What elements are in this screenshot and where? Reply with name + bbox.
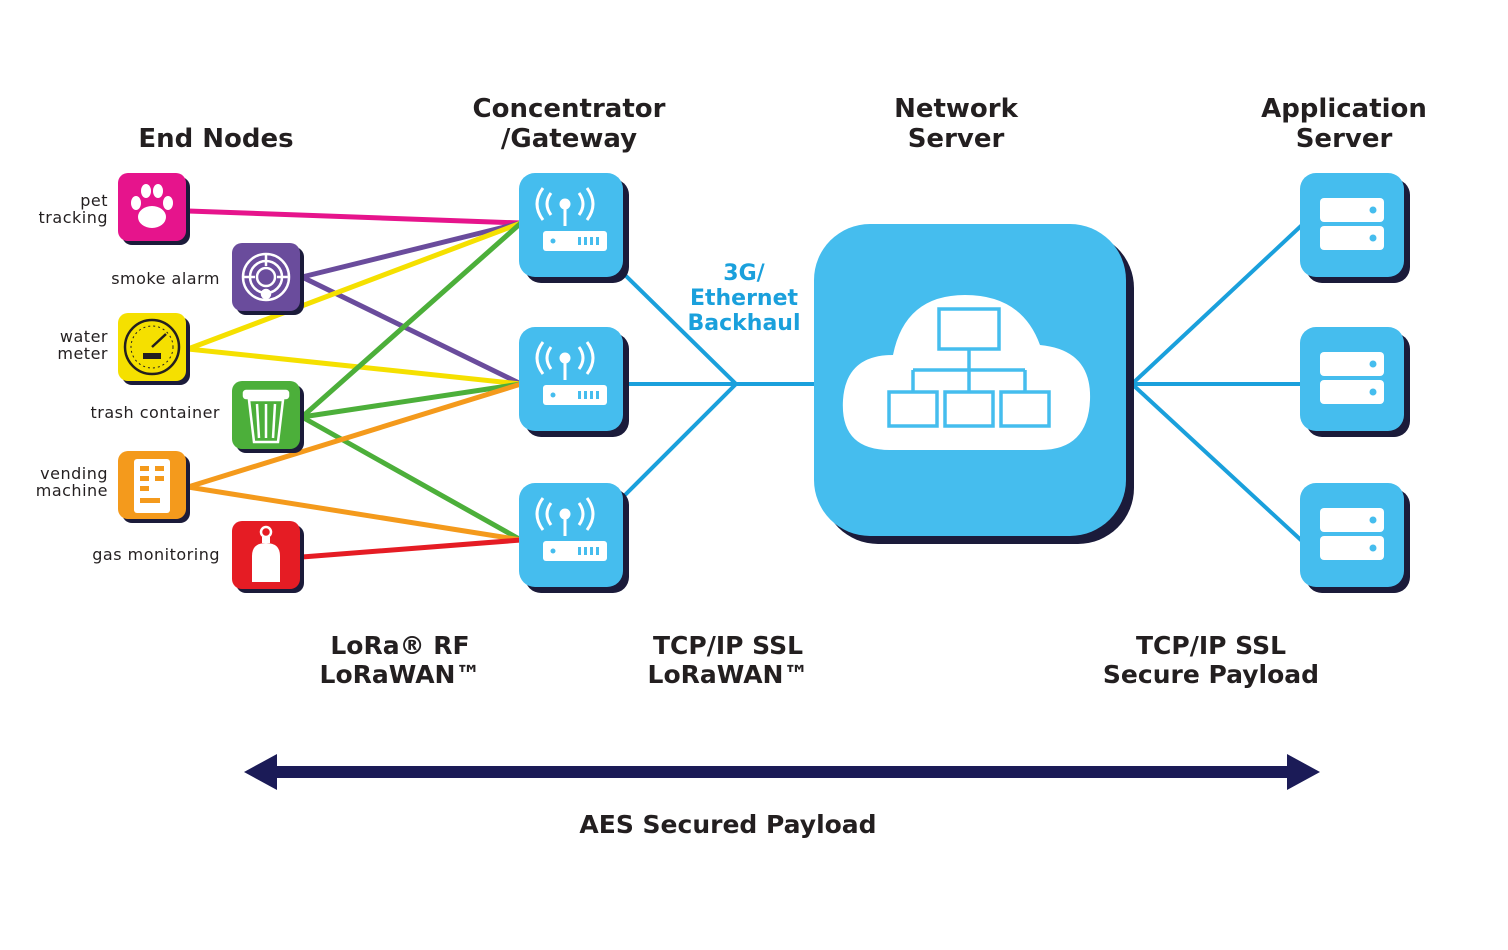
end-node-vending-machine: vending machine xyxy=(36,451,190,523)
header-gateway-line1: Concentrator xyxy=(473,94,666,124)
end-node-tiles: pet tracking smoke alarm xyxy=(36,173,304,593)
backhaul-link-gateway3 xyxy=(623,382,738,497)
protocol-app-line1: TCP/IP SSL xyxy=(1136,631,1286,660)
gateway-tiles xyxy=(519,173,629,593)
header-application-server-line1: Application xyxy=(1261,94,1427,124)
server-rack-icon xyxy=(1320,198,1384,250)
application-server-tiles xyxy=(1300,173,1410,593)
end-node-water-meter: water meter xyxy=(57,313,190,385)
header-network-server-line2: Server xyxy=(908,124,1005,154)
application-links xyxy=(1130,223,1304,543)
link-node1-gateway1 xyxy=(185,208,524,226)
end-node-label-vending-machine-line1: vending xyxy=(40,464,108,483)
antenna-router-icon xyxy=(535,341,607,405)
header-end-nodes: End Nodes xyxy=(138,124,293,154)
header-network-server-line1: Network xyxy=(894,94,1019,124)
end-node-label-water-meter-line2: meter xyxy=(57,344,108,363)
cloud-network-icon xyxy=(842,295,1091,450)
application-server-3 xyxy=(1300,483,1410,593)
application-server-1 xyxy=(1300,173,1410,283)
link-node5-gateway2 xyxy=(185,381,524,490)
link-node4-gateway2 xyxy=(299,381,524,420)
backhaul-label-line3: Backhaul xyxy=(688,311,801,336)
backhaul-label-line1: 3G/ xyxy=(723,261,765,286)
app-link-server3 xyxy=(1130,382,1304,543)
backhaul-label-line2: Ethernet xyxy=(690,286,799,311)
link-node5-gateway3 xyxy=(185,484,524,543)
header-application-server-line2: Server xyxy=(1296,124,1393,154)
app-link-server1 xyxy=(1130,223,1304,386)
gateway-2 xyxy=(519,327,629,437)
link-node4-gateway1 xyxy=(299,220,524,420)
link-node6-gateway3 xyxy=(299,537,524,560)
link-node3-gateway1 xyxy=(185,220,524,352)
end-node-label-pet-tracking-line2: tracking xyxy=(39,208,108,227)
link-node3-gateway2 xyxy=(185,346,524,387)
end-node-gas-monitoring: gas monitoring xyxy=(92,521,304,593)
link-node2-gateway1 xyxy=(299,220,524,280)
gateway-1 xyxy=(519,173,629,283)
backhaul-link-gateway1 xyxy=(623,273,738,386)
network-server xyxy=(814,224,1134,544)
backhaul-links xyxy=(623,273,816,497)
link-node4-gateway3 xyxy=(299,414,524,543)
gas-cylinder-icon xyxy=(252,525,280,582)
aes-double-arrow xyxy=(244,754,1320,790)
server-rack-icon xyxy=(1320,508,1384,560)
server-rack-icon xyxy=(1320,352,1384,404)
trash-can-icon xyxy=(242,389,290,444)
aes-label: AES Secured Payload xyxy=(579,810,876,839)
protocol-backhaul-line2: LoRaWAN™ xyxy=(648,660,809,689)
antenna-router-icon xyxy=(535,497,607,561)
protocol-rf-line1: LoRa® RF xyxy=(330,631,469,660)
node-gateway-links xyxy=(185,208,524,560)
water-meter-icon xyxy=(123,318,181,376)
protocol-app-line2: Secure Payload xyxy=(1103,660,1319,689)
end-node-label-pet-tracking-line1: pet xyxy=(80,191,108,210)
vending-machine-icon xyxy=(134,459,170,513)
end-node-label-smoke-alarm: smoke alarm xyxy=(111,269,220,288)
end-node-label-vending-machine-line2: machine xyxy=(36,481,108,500)
paw-icon xyxy=(131,184,173,228)
end-node-label-trash-container: trash container xyxy=(90,403,220,422)
protocol-rf-line2: LoRaWAN™ xyxy=(320,660,481,689)
end-node-label-water-meter-line1: water xyxy=(60,327,108,346)
header-gateway-line2: /Gateway xyxy=(501,124,637,154)
application-server-2 xyxy=(1300,327,1410,437)
end-node-smoke-alarm: smoke alarm xyxy=(111,243,304,315)
end-node-label-gas-monitoring: gas monitoring xyxy=(92,545,220,564)
gateway-3 xyxy=(519,483,629,593)
link-node2-gateway2 xyxy=(299,274,524,387)
end-node-pet-tracking: pet tracking xyxy=(39,173,190,245)
end-node-trash-container: trash container xyxy=(90,381,304,453)
antenna-router-icon xyxy=(535,187,607,251)
smoke-alarm-icon xyxy=(241,252,291,302)
protocol-backhaul-line1: TCP/IP SSL xyxy=(653,631,803,660)
